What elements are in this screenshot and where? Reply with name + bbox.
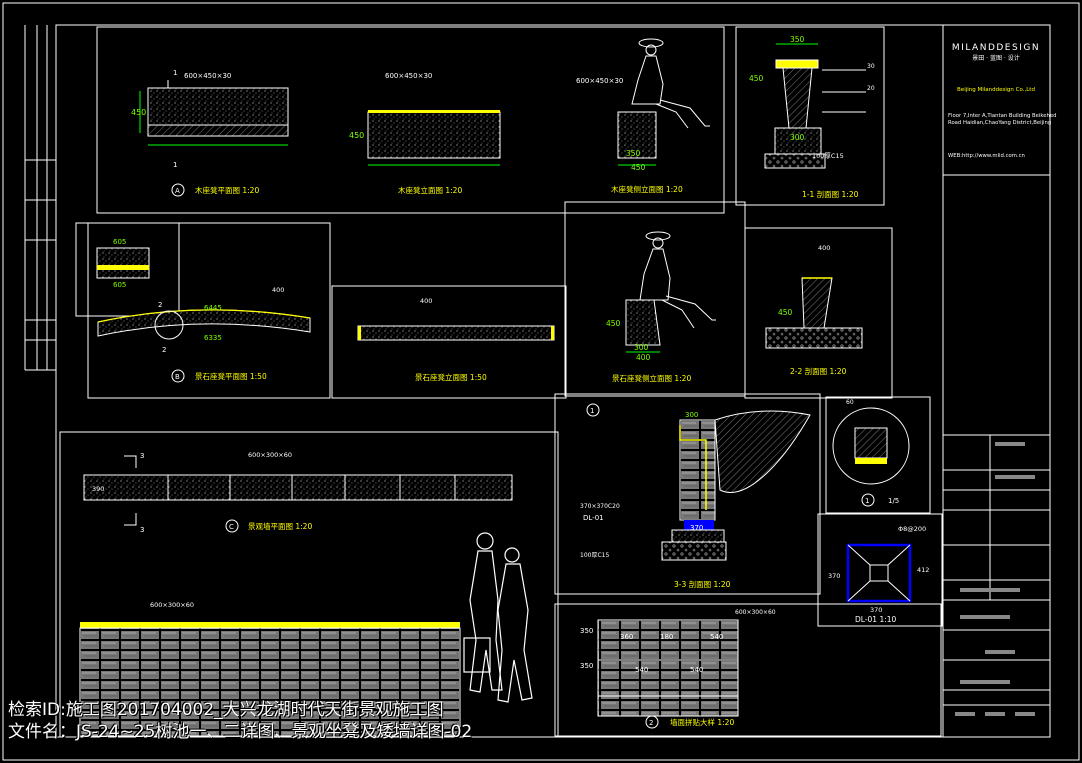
watermark-line-2: 文件名：JS-24~25树池一、二详图、景观坐凳及矮墙详图-02 xyxy=(8,722,473,742)
title-a-elev: 木座凳立面图 1:20 xyxy=(398,185,462,195)
marker-a: A xyxy=(175,187,180,195)
brand-name: MILANDDESIGN xyxy=(952,43,1040,53)
dim-1-1-300: 300 xyxy=(790,133,805,142)
title-block: MILANDDESIGN 景田 · 蓝图 · 设计 Beijing Miland… xyxy=(942,24,1057,738)
dim-2-2-400: 400 xyxy=(818,244,830,252)
title-b-elev: 景石座凳立面图 1:50 xyxy=(415,372,487,382)
dim-a-side-600: 600×450×30 xyxy=(576,77,623,85)
marker-wall: 2 xyxy=(649,719,653,727)
dim-3-3-300: 300 xyxy=(685,411,698,419)
dim-dl-412: 412 xyxy=(917,566,929,574)
seated-figure-1 xyxy=(631,38,710,129)
title-a-plan: 木座凳平面图 1:20 xyxy=(195,185,259,195)
section-1-1-group: 350 450 300 100厚C15 30 20 1-1 剖面图 1:20 xyxy=(735,26,885,206)
marker-d2-top: 2 xyxy=(158,301,162,309)
marker-sec1: 1 xyxy=(590,407,594,415)
dim-a-elev-450: 450 xyxy=(349,131,364,140)
website: WEB:http://www.mlid.com.cn xyxy=(948,153,1025,159)
dim-b-elev-400: 400 xyxy=(420,297,432,305)
dim-b-605: 605 xyxy=(113,238,126,246)
company-en: Beijing Milanddesign Co.,Ltd xyxy=(957,87,1035,93)
dim-a-450: 450 xyxy=(131,108,146,117)
dim-c-elev-600: 600×300×60 xyxy=(150,601,194,609)
dim-w-350: 350 xyxy=(580,627,593,635)
marker-d2-bot: 2 xyxy=(162,346,166,354)
view-a-group: 450 600×450×30 1 1 A 木座凳平面图 1:20 600×450… xyxy=(96,26,725,214)
view-c-group: 3 3 600×300×60 390 C 景观墙平面图 1:20 600×300… xyxy=(59,431,559,738)
dim-3-3-100c15: 100厚C15 xyxy=(580,552,609,559)
dim-w-180: 180 xyxy=(660,633,673,641)
dim-w-540b: 540 xyxy=(635,666,648,674)
dim-b-400: 400 xyxy=(272,286,284,294)
marker-detail: 1 xyxy=(865,497,869,505)
dim-1-1-30: 30 xyxy=(867,63,875,70)
brand-subtitle: 景田 · 蓝图 · 设计 xyxy=(972,54,1019,62)
dim-b-side-400: 400 xyxy=(636,353,651,362)
dim-1-1-450: 450 xyxy=(749,74,764,83)
dim-b-6335: 6335 xyxy=(204,334,222,342)
marker-d1-top: 1 xyxy=(173,69,177,77)
walking-figures xyxy=(463,532,533,703)
title-dl01: DL-01 1:10 xyxy=(855,615,897,624)
title-b-side: 景石座凳侧立面图 1:20 xyxy=(612,373,691,383)
dim-b-300: 300 xyxy=(634,343,649,352)
dl01-group: Φ8@200 412 370 370 DL-01 1:10 xyxy=(817,513,943,627)
marker-sec3-top: 3 xyxy=(140,452,144,460)
section-2-2-group: 400 450 2-2 剖面图 1:20 xyxy=(744,227,893,399)
dim-b-605-bot: 605 xyxy=(113,281,126,289)
dim-2-2-450: 450 xyxy=(778,308,793,317)
detail-1-group: 60 1 1/5 xyxy=(825,396,931,514)
wall-detail-group: 360 180 540 540 540 350 350 600×300×60 2… xyxy=(554,603,942,737)
dim-3-3-370: 370 xyxy=(690,524,703,532)
dim-w-540: 540 xyxy=(710,633,723,641)
marker-d1-bot: 1 xyxy=(173,161,177,169)
title-3-3: 3-3 剖面图 1:20 xyxy=(674,579,731,589)
dim-3-3-370x370: 370×370C20 xyxy=(580,503,620,510)
section-3-3-group: 300 370 370×370C20 DL-01 100厚C15 1 3-3 剖… xyxy=(554,393,821,595)
dim-a-350: 350 xyxy=(626,149,641,158)
dim-dl-370-v: 370 xyxy=(828,572,840,580)
dim-dl-370-h: 370 xyxy=(870,606,882,614)
dim-a-side-450: 450 xyxy=(631,163,646,172)
dim-w-360: 360 xyxy=(620,633,633,641)
dim-1-1-20: 20 xyxy=(867,85,875,92)
dim-a-600: 600×450×30 xyxy=(184,72,231,80)
dim-c-600x300: 600×300×60 xyxy=(248,451,292,459)
dim-b-side-450: 450 xyxy=(606,319,621,328)
title-c-plan: 景观墙平面图 1:20 xyxy=(248,521,312,531)
dim-detail-60: 60 xyxy=(846,399,854,406)
dl-tag: DL-01 xyxy=(583,514,604,522)
dim-1-1-100c15: 100厚C15 xyxy=(812,152,844,160)
address-en-2: Road Haidian,ChaoYang District,Beijing xyxy=(948,120,1051,126)
dim-a-elev-600: 600×450×30 xyxy=(385,72,432,80)
marker-c: C xyxy=(229,523,234,531)
marker-sec3-bot: 3 xyxy=(140,526,144,534)
dim-w-540c: 540 xyxy=(690,666,703,674)
dim-w-600: 600×300×60 xyxy=(735,609,776,616)
dim-dl-200: Φ8@200 xyxy=(898,525,926,533)
address-en-1: Floor 7,Inter A,Tiantan Building Beikehe… xyxy=(948,113,1057,119)
dim-w-350b: 350 xyxy=(580,662,593,670)
dim-b-6445: 6445 xyxy=(204,304,222,312)
title-1-1: 1-1 剖面图 1:20 xyxy=(802,189,859,199)
seated-figure-2 xyxy=(639,231,716,329)
title-detail-1: 1/5 xyxy=(888,497,899,505)
watermark-line-1: 检索ID:施工图201704002_大兴龙湖时代天街景观施工图 xyxy=(8,700,444,720)
dim-1-1-350: 350 xyxy=(790,35,805,44)
dim-c-390: 390 xyxy=(92,485,104,493)
title-2-2: 2-2 剖面图 1:20 xyxy=(790,366,847,376)
marker-b: B xyxy=(175,373,180,381)
title-wall-detail: 墙面拼贴大样 1:20 xyxy=(670,717,734,727)
title-a-side: 木座凳侧立面图 1:20 xyxy=(611,184,683,194)
view-b-group: 605 605 6445 6335 2 2 400 B 景石座凳平面图 1:50… xyxy=(75,201,746,399)
title-b-plan: 景石座凳平面图 1:50 xyxy=(195,371,267,381)
